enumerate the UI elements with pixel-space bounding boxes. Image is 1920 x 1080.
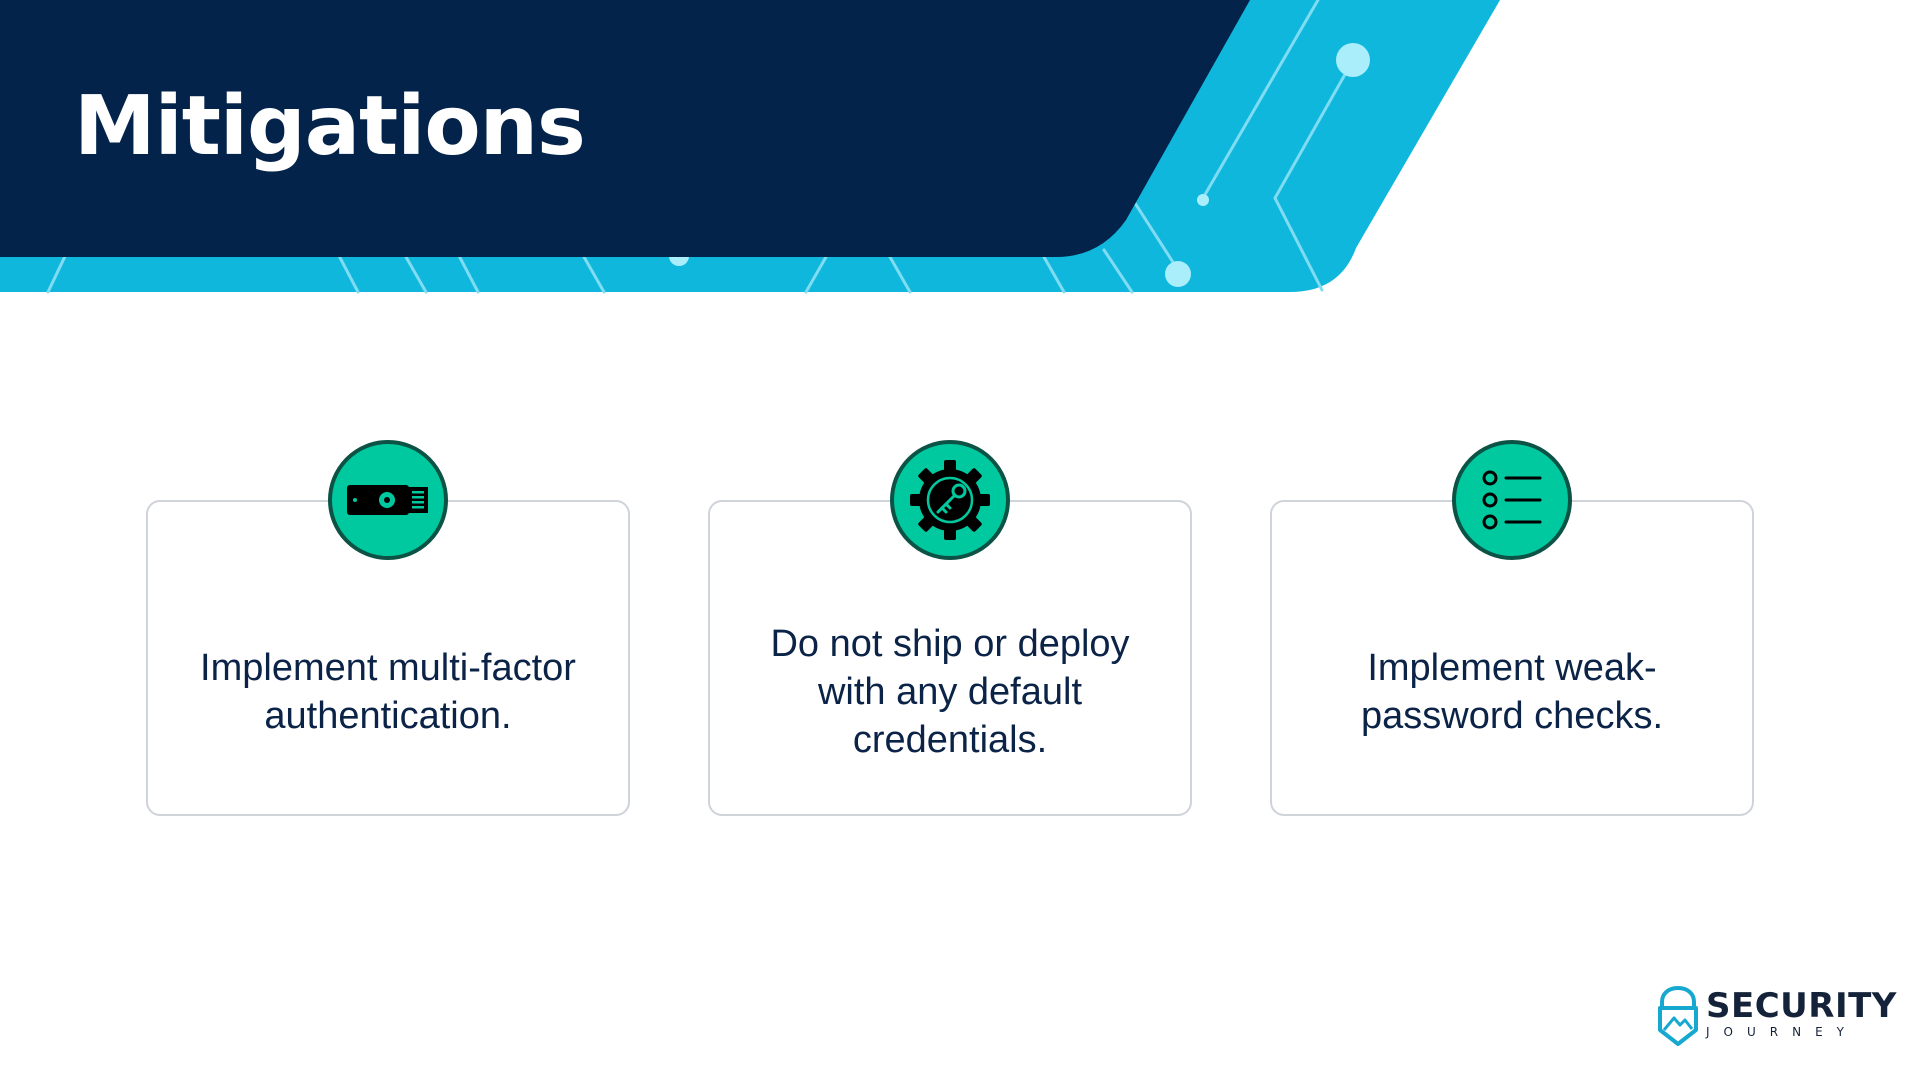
circuit-nodes	[669, 43, 1370, 287]
card-text-line: Implement weak-	[1367, 647, 1657, 689]
card-text-line: password checks.	[1360, 695, 1663, 737]
logo-subword: JOURNEY	[1706, 1025, 1858, 1039]
gear-key-icon	[890, 440, 1010, 560]
mitigation-text-mfa: Implement multi-factor authentication.	[168, 590, 608, 794]
card-text-line: Implement multi-factor	[200, 647, 576, 689]
mitigation-text-default-credentials: Do not ship or deploy with any default c…	[730, 590, 1170, 794]
card-text-line: with any default	[817, 671, 1083, 713]
security-journey-logo: SECURITY JOURNEY	[1656, 986, 1896, 1048]
header-banner	[0, 0, 1500, 294]
card-text-line: authentication.	[264, 695, 512, 737]
card-text-line: credentials.	[852, 719, 1048, 761]
card-text-line: Do not ship or deploy	[770, 623, 1130, 665]
mountain-shield-icon	[1658, 986, 1698, 1046]
circuit-lines	[46, 0, 1354, 294]
header-navy-panel	[0, 0, 1250, 257]
mitigation-text-weak-password: Implement weak- password checks.	[1292, 590, 1732, 794]
slide-title: Mitigations	[74, 79, 586, 174]
usb-security-key-icon	[328, 440, 448, 560]
checklist-icon	[1452, 440, 1572, 560]
logo-wordmark: SECURITY	[1706, 986, 1897, 1026]
